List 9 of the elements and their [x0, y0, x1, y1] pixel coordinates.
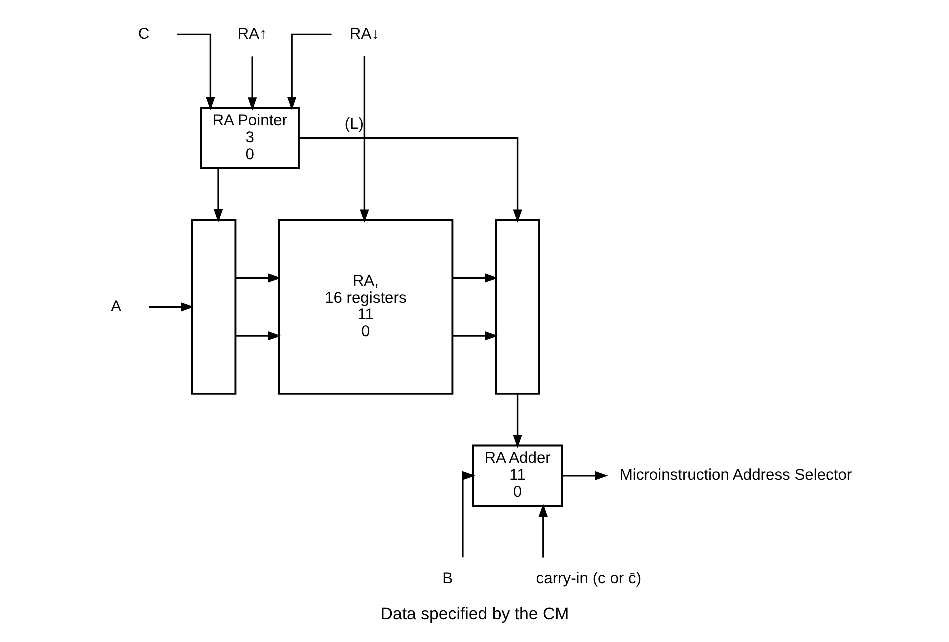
node-text: RA↓ [349, 26, 379, 43]
edge-label: (L) [344, 116, 364, 134]
node-text: A [110, 298, 122, 316]
node-text: carry-in (c or c̄) [536, 570, 642, 588]
caption: Data specified by the CM [380, 604, 569, 624]
node-text: Microinstruction Address Selector [619, 467, 852, 484]
node-text: B [442, 570, 453, 588]
node-text: RA↑ [237, 26, 267, 43]
node-text: C [138, 26, 150, 43]
